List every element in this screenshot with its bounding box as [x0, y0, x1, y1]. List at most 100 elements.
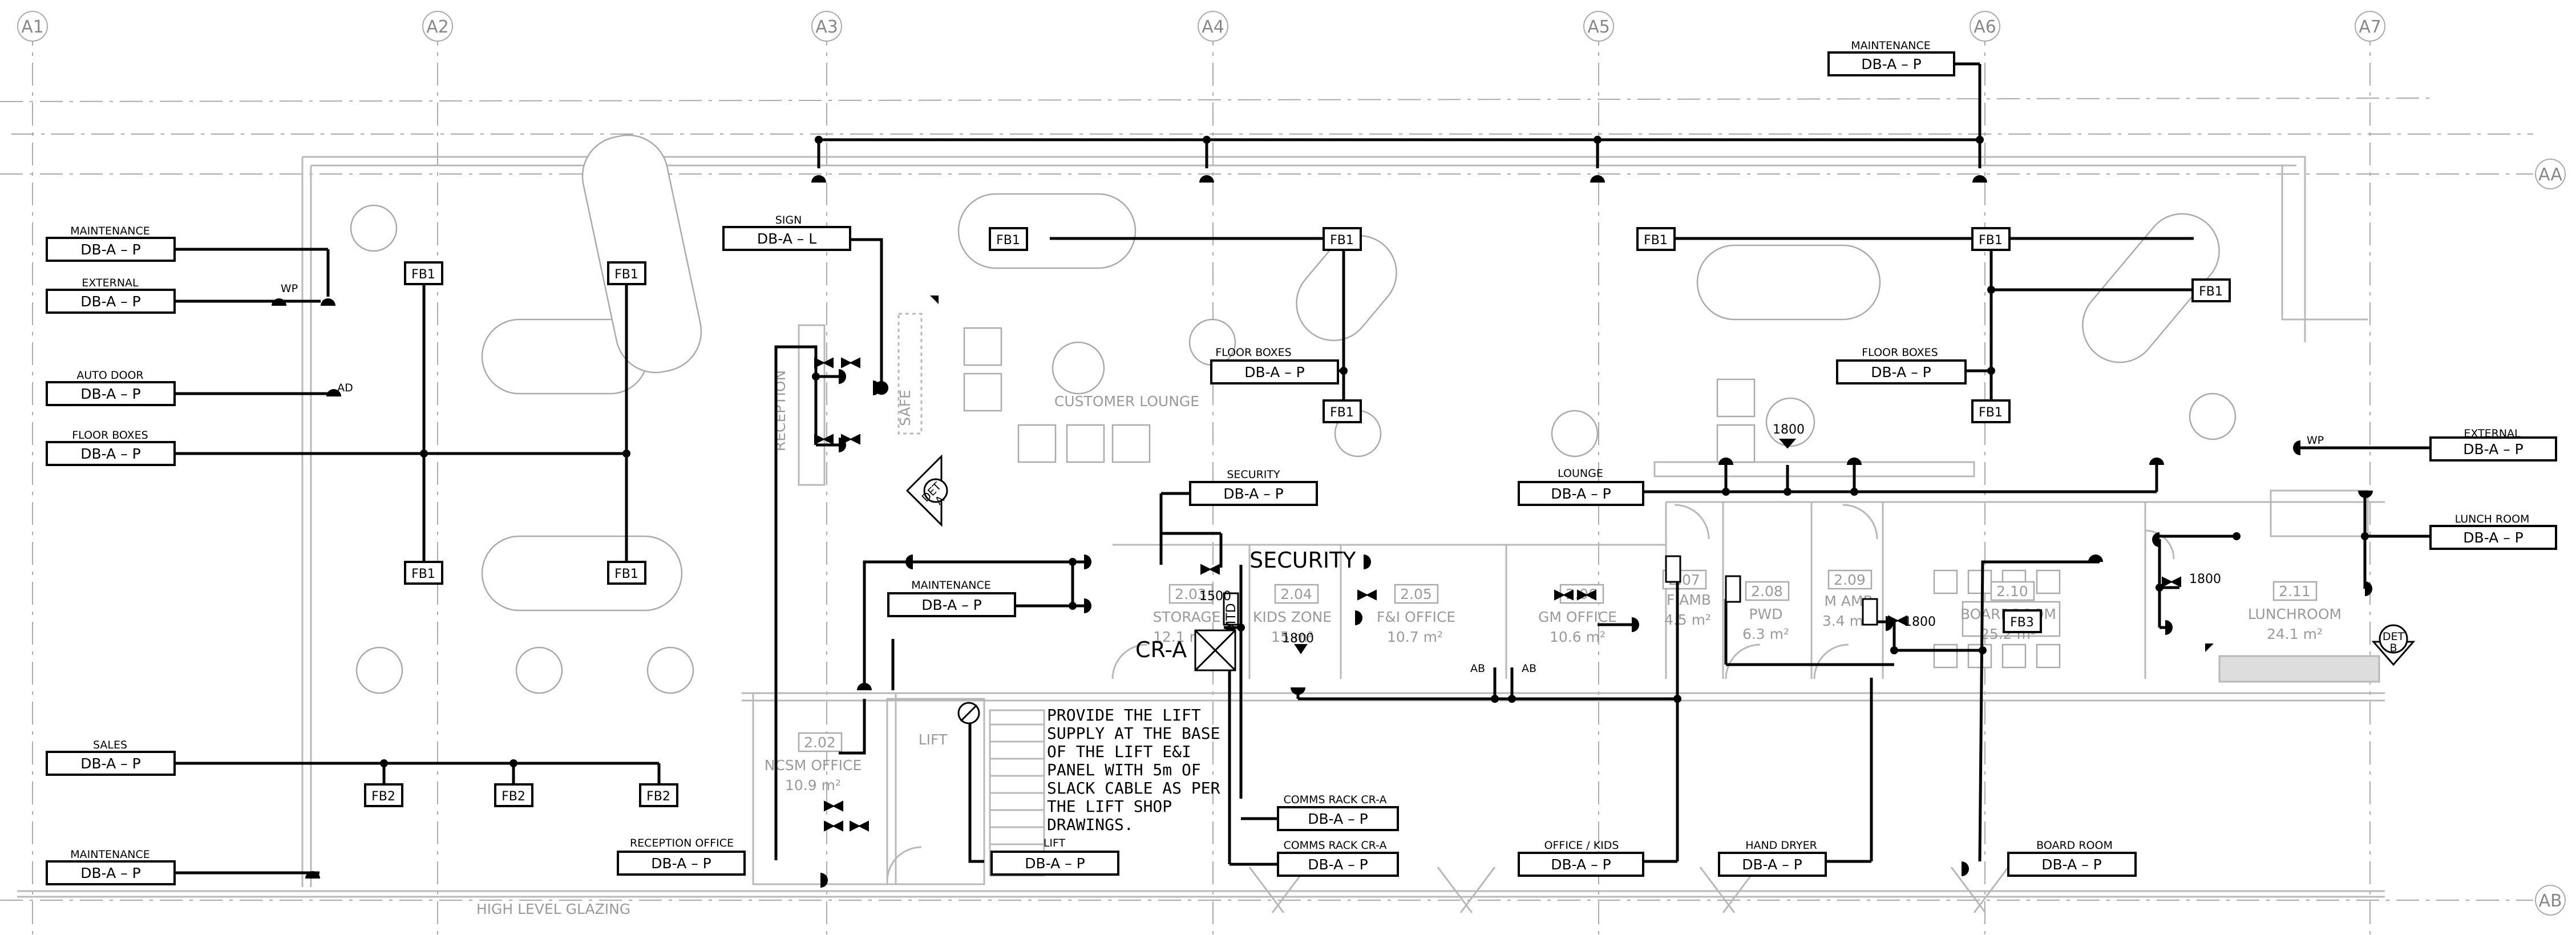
ab-tag: AB: [1470, 662, 1485, 675]
grid-label: A3: [815, 17, 838, 37]
data-outlets: [814, 357, 2181, 832]
grid-label: A6: [1974, 17, 1996, 37]
security-tag: SECURITY: [1249, 548, 1356, 573]
height-tag: 1800: [1773, 423, 1805, 437]
rooms: 2.02 NCSM OFFICE 10.9 m² 2.03 STORAGE 12…: [476, 370, 2342, 917]
svg-text:OFFICE / KIDS: OFFICE / KIDS: [1544, 839, 1619, 852]
room-2-05: 2.05 F&I OFFICE 10.7 m²: [1377, 584, 1455, 645]
board-callout-floor-boxes: FLOOR BOXES DB-A – P: [1210, 346, 1339, 384]
svg-text:FB1: FB1: [1330, 406, 1354, 420]
svg-text:10.7 m²: 10.7 m²: [1387, 629, 1443, 645]
customer-lounge-label: CUSTOMER LOUNGE: [1054, 393, 1199, 410]
svg-text:DB-A – P: DB-A – P: [80, 386, 140, 402]
lift-note: PROVIDE THE LIFT SUPPLY AT THE BASE OF T…: [1047, 706, 1220, 834]
board-callout-maintenance: MAINTENANCE DB-A – P: [887, 579, 1016, 617]
junctions: [380, 136, 2369, 767]
svg-text:FB1: FB1: [411, 567, 435, 581]
board-callout-comms-rack: COMMS RACK CR-ADB-A – P: [1277, 794, 1399, 831]
grid-label: A7: [2359, 17, 2381, 37]
floor-box: FB2: [639, 783, 678, 807]
floor-box: FB1: [2191, 278, 2231, 302]
height-tag: 1800: [1282, 632, 1314, 646]
svg-text:DB-A – P: DB-A – P: [1551, 485, 1611, 502]
svg-text:BOARD ROOM: BOARD ROOM: [2036, 839, 2113, 852]
svg-text:2.09: 2.09: [1834, 572, 1866, 588]
svg-text:LIFT: LIFT: [1044, 837, 1066, 849]
svg-text:DB-A – P: DB-A – P: [80, 293, 140, 310]
floor-box: FB1: [1323, 227, 1362, 251]
svg-text:FB1: FB1: [1979, 233, 2003, 248]
svg-text:FLOOR BOXES: FLOOR BOXES: [1215, 346, 1292, 359]
svg-text:4.5 m²: 4.5 m²: [1664, 612, 1711, 628]
svg-text:2.08: 2.08: [1751, 583, 1783, 600]
floor-box: FB1: [1971, 227, 2011, 251]
grid: A1 A2 A3 A4 A5 A6 A7 AA AB: [0, 11, 2566, 935]
svg-text:FB1: FB1: [1979, 406, 2003, 420]
floor-box: FB2: [364, 783, 403, 807]
height-tag: 1800: [1904, 615, 1936, 629]
svg-text:MAINTENANCE: MAINTENANCE: [911, 579, 991, 592]
svg-text:F&I OFFICE: F&I OFFICE: [1377, 609, 1455, 625]
svg-text:SECURITY: SECURITY: [1227, 468, 1280, 481]
grid-label: AB: [2538, 891, 2562, 911]
svg-text:SIGN: SIGN: [775, 214, 802, 226]
svg-text:FLOOR BOXES: FLOOR BOXES: [72, 429, 148, 442]
svg-text:NCSM OFFICE: NCSM OFFICE: [765, 757, 862, 774]
svg-text:DB-A – P: DB-A – P: [2041, 856, 2101, 873]
grid-label: A5: [1587, 17, 1610, 37]
furniture: [350, 134, 2237, 694]
room-2-08: 2.08 PWD 6.3 m²: [1742, 581, 1790, 642]
height-tag: 1500: [1199, 589, 1231, 604]
svg-text:COMMS RACK CR-A: COMMS RACK CR-A: [1283, 839, 1386, 852]
svg-text:PROVIDE THE LIFT: PROVIDE THE LIFT: [1047, 706, 1201, 724]
floor-box: FB1: [404, 561, 443, 585]
floor-box: FB3: [2003, 609, 2042, 633]
svg-text:2.04: 2.04: [1280, 586, 1312, 602]
svg-text:DB-A – P: DB-A – P: [1025, 855, 1085, 872]
svg-text:10.9 m²: 10.9 m²: [785, 777, 841, 794]
svg-text:FB1: FB1: [614, 567, 638, 581]
wp-tag: WP: [2307, 434, 2324, 447]
svg-text:FB2: FB2: [646, 790, 670, 804]
svg-text:GM OFFICE: GM OFFICE: [1538, 609, 1617, 625]
svg-text:DB-A – P: DB-A – P: [1871, 364, 1931, 381]
floor-box: FB2: [494, 783, 533, 807]
svg-text:2.02: 2.02: [804, 734, 836, 751]
svg-text:KIDS ZONE: KIDS ZONE: [1253, 609, 1332, 625]
room-2-02: 2.02 NCSM OFFICE 10.9 m²: [765, 732, 862, 794]
svg-text:PANEL WITH 5m OF: PANEL WITH 5m OF: [1047, 760, 1201, 779]
svg-text:HAND DRYER: HAND DRYER: [1745, 839, 1817, 852]
svg-text:FB1: FB1: [996, 233, 1020, 248]
svg-text:2.10: 2.10: [1996, 583, 2028, 600]
board-callout-comms-rack: COMMS RACK CR-ADB-A – P: [1277, 839, 1399, 877]
floor-box: FB1: [607, 561, 646, 585]
wiring: [175, 62, 2431, 875]
room-2-11: 2.11 LUNCHROOM 24.1 m²: [2248, 581, 2342, 642]
svg-text:DB-A – P: DB-A – P: [921, 597, 981, 613]
svg-text:DB-A – P: DB-A – P: [1244, 364, 1304, 381]
outlets: [272, 175, 2373, 888]
svg-text:DB-A – P: DB-A – P: [651, 855, 711, 872]
reception-label: RECEPTION: [772, 370, 788, 452]
symbols: [875, 296, 2416, 724]
svg-text:DB-A – L: DB-A – L: [757, 230, 816, 247]
svg-text:24.1 m²: 24.1 m²: [2267, 626, 2323, 642]
svg-text:SUPPLY AT THE BASE: SUPPLY AT THE BASE: [1047, 724, 1220, 743]
room-2-09: 2.09 M AMB 3.4 m²: [1822, 569, 1873, 629]
svg-text:10.6 m²: 10.6 m²: [1550, 629, 1606, 645]
svg-text:DB-A – P: DB-A – P: [1861, 56, 1921, 72]
svg-text:PWD: PWD: [1749, 606, 1782, 622]
svg-text:THE LIFT SHOP: THE LIFT SHOP: [1047, 797, 1172, 816]
svg-text:FB1: FB1: [411, 268, 435, 282]
svg-text:F AMB: F AMB: [1667, 592, 1711, 608]
room-2-04: 2.04 KIDS ZONE 15 m²: [1253, 584, 1332, 645]
